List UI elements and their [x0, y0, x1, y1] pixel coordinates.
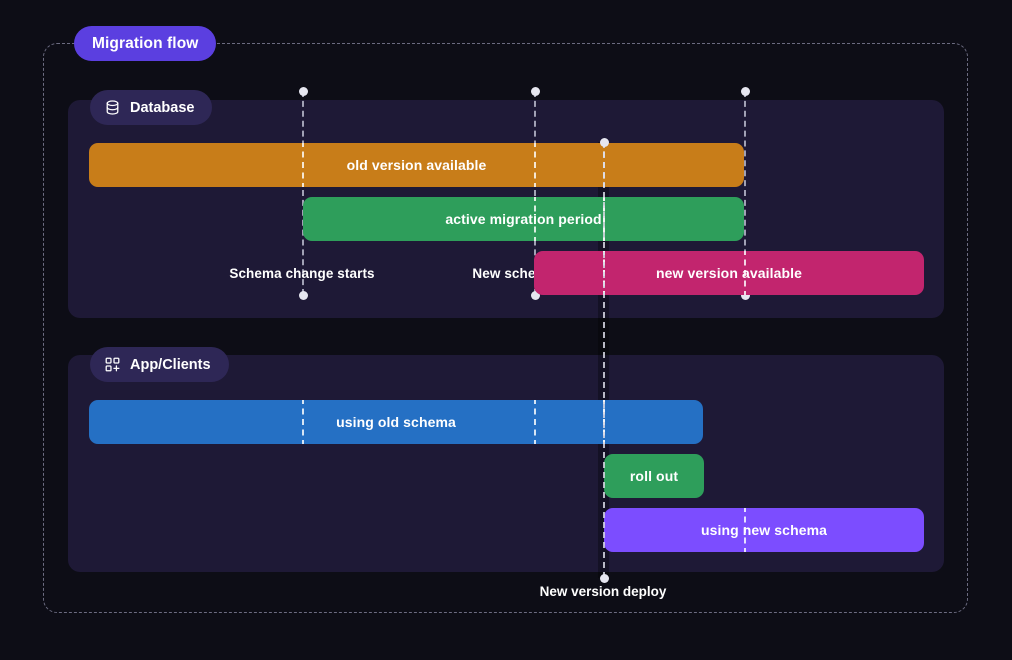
milestone-line — [302, 91, 304, 295]
lane-badge-database: Database — [90, 90, 213, 125]
marker-crossing — [302, 143, 304, 187]
timeline-bar-using_new_schema[interactable]: using new schema — [604, 508, 924, 552]
deploy-dot-bottom — [599, 573, 609, 583]
timeline-bar-new_version_available[interactable]: new version available — [534, 251, 924, 295]
milestone-label-schema_change_starts: Schema change starts — [229, 266, 375, 281]
timeline-bar-label: old version available — [346, 157, 487, 173]
timeline-bar-old_version_available[interactable]: old version available — [89, 143, 744, 187]
milestone-dot-bottom — [530, 290, 540, 300]
timeline-bar-active_migration[interactable]: active migration period — [303, 197, 744, 241]
milestone-dot-bottom — [740, 290, 750, 300]
database-icon — [104, 99, 121, 116]
marker-crossing — [534, 143, 536, 187]
timeline-bar-roll_out[interactable]: roll out — [604, 454, 704, 498]
lane-label-app-clients: App/Clients — [130, 356, 211, 373]
timeline-bar-using_old_schema[interactable]: using old schema — [89, 400, 703, 444]
timeline-bar-label: using old schema — [336, 414, 456, 430]
deploy-dot-top — [599, 137, 609, 147]
marker-crossing — [302, 400, 304, 444]
deploy-marker-line — [603, 142, 605, 578]
deploy-marker-label: New version deploy — [539, 584, 667, 599]
milestone-dot-top — [298, 86, 308, 96]
milestone-dot-bottom — [298, 290, 308, 300]
milestone-dot-top — [740, 86, 750, 96]
migration-flow-label: Migration flow — [92, 34, 199, 52]
milestone-line — [744, 91, 746, 295]
marker-crossing — [534, 197, 536, 241]
timeline-bar-label: using new schema — [700, 522, 828, 538]
milestone-dot-top — [530, 86, 540, 96]
marker-crossing — [744, 508, 746, 552]
timeline-bar-label: active migration period — [445, 211, 602, 227]
apps-grid-plus-icon — [104, 356, 121, 373]
marker-crossing — [534, 400, 536, 444]
timeline-bar-label: new version available — [655, 265, 803, 281]
marker-crossing — [744, 251, 746, 295]
timeline-bar-label: roll out — [629, 468, 679, 484]
milestone-line — [534, 91, 536, 295]
lane-badge-app-clients: App/Clients — [90, 347, 229, 382]
lane-label-database: Database — [130, 99, 195, 116]
migration-flow-badge: Migration flow — [74, 26, 217, 61]
